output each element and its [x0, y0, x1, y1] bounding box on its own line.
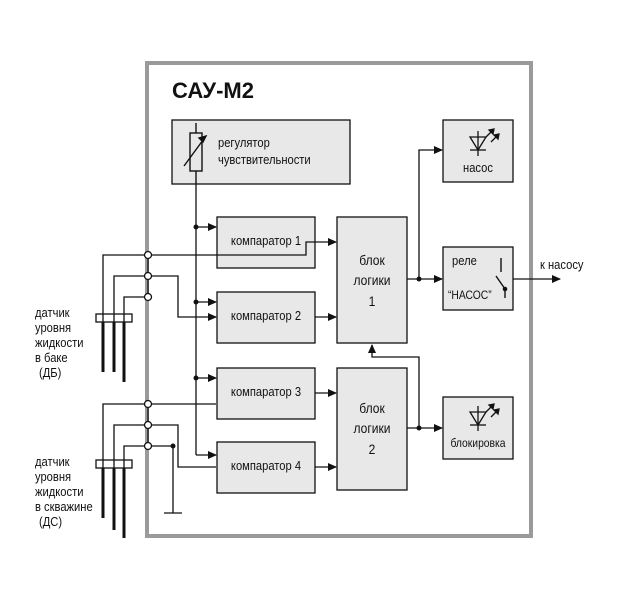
variable-resistor-icon	[183, 123, 208, 184]
relay-label-line1: реле	[452, 253, 477, 268]
comparator-1-box	[216, 216, 316, 269]
logic-2-outputs	[368, 344, 443, 432]
comparator-4-label: компаратор 4	[230, 458, 302, 473]
led-icon-pump	[468, 128, 500, 156]
regulator-label-line1: регулятор	[218, 135, 270, 150]
comparator-outputs	[315, 238, 337, 471]
logic-1-outputs	[407, 146, 561, 283]
block-indicator-label: блокировка	[450, 436, 506, 450]
tank-sensor-nodes	[143, 250, 153, 302]
tank-caption-line: датчик	[35, 305, 70, 320]
well-caption-line: датчик	[35, 454, 70, 469]
logic-block-2-box	[336, 367, 408, 491]
logic-1-output-node	[416, 276, 422, 282]
led-icon-block	[468, 403, 500, 431]
tank-caption-line: (ДБ)	[39, 364, 62, 380]
logic-2-label-line3: 2	[368, 441, 376, 457]
well-caption-line: в скважине	[35, 498, 93, 514]
relay-box	[442, 246, 514, 311]
comparator-2-label: компаратор 2	[230, 308, 302, 323]
well-sensor-probe	[95, 459, 133, 538]
regulator-label-line2: чувствительности	[218, 152, 311, 167]
comparator-1-label: компаратор 1	[230, 233, 302, 248]
well-caption-line: жидкости	[35, 483, 84, 499]
tank-caption-line: жидкости	[35, 334, 84, 350]
relay-contact-icon	[495, 258, 508, 298]
relay-label-line2: “НАСОС”	[448, 288, 492, 302]
tank-sensor-probe	[95, 313, 133, 382]
logic-2-label-line1: блок	[359, 400, 385, 416]
logic-2-label-line2: логики	[353, 420, 391, 436]
logic-1-label-line2: логики	[353, 272, 391, 288]
comparator-3-label: компаратор 3	[230, 384, 302, 399]
well-caption-line: уровня	[35, 468, 72, 484]
well-sensor-caption: датчик уровня жидкости в скважине (ДС)	[35, 454, 102, 530]
well-caption-line: (ДС)	[39, 513, 63, 529]
output-label: к насосу	[540, 257, 584, 272]
logic-block-1-box	[336, 216, 408, 344]
tank-sensor-caption: датчик уровня жидкости в баке (ДБ)	[35, 305, 91, 381]
device-title: САУ-М2	[172, 78, 254, 103]
logic-2-output-node	[416, 425, 422, 431]
comparator-4-box	[216, 441, 316, 494]
well-sensor-nodes	[143, 399, 153, 451]
tank-caption-line: в баке	[35, 349, 68, 365]
logic-1-label-line1: блок	[359, 252, 385, 268]
tank-caption-line: уровня	[35, 319, 72, 335]
pump-indicator-label: насос	[463, 160, 493, 175]
logic-1-label-line3: 1	[368, 293, 376, 309]
comparator-3-box	[216, 367, 316, 420]
regulator-bus-nodes	[193, 224, 199, 381]
ground-node	[170, 443, 176, 449]
